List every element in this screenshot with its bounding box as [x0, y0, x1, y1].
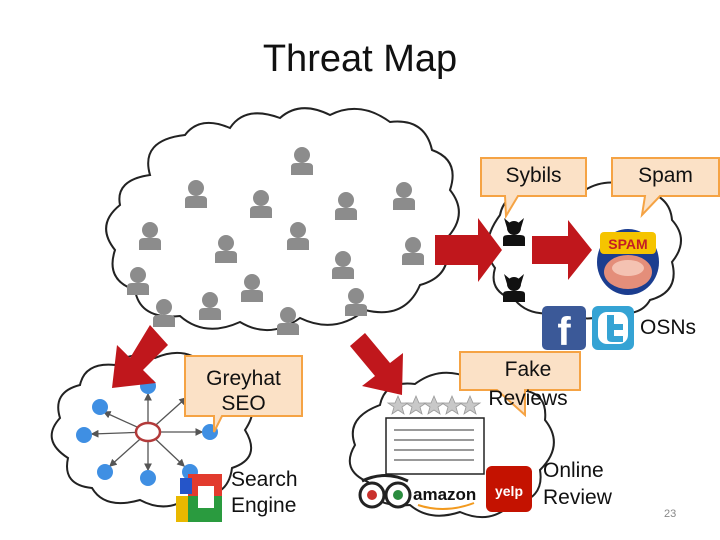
- callout-fake-reviews: [459, 351, 581, 418]
- review-document-icon: [385, 417, 485, 475]
- callout-sybils-text: Sybils: [505, 164, 562, 187]
- callout-greyhat-seo-line1: Greyhat: [206, 367, 281, 390]
- arrow-users-to-sybils: [435, 218, 502, 282]
- yelp-logo-icon: [486, 466, 532, 512]
- graph-node: [140, 470, 156, 486]
- tripadvisor-owl-icon: [358, 474, 412, 509]
- arrow-users-to-reviews: [350, 333, 403, 395]
- search-engine-label-line2: Engine: [231, 494, 297, 517]
- five-stars-icon: [386, 394, 482, 415]
- search-engine-label-line1: Search: [231, 468, 298, 491]
- google-logo-icon: [176, 474, 222, 522]
- callout-spam-text: Spam: [638, 164, 693, 187]
- spam-can-icon: [597, 229, 659, 295]
- twitter-logo-icon: [592, 306, 634, 350]
- page-number: 23: [664, 508, 677, 520]
- amazon-logo: amazon: [413, 485, 476, 504]
- facebook-logo-label: f: [557, 310, 571, 354]
- slide-title: Threat Map: [262, 38, 458, 80]
- osns-label: OSNs: [640, 316, 697, 339]
- callout-greyhat-seo: [184, 355, 303, 433]
- graph-node: [92, 399, 108, 415]
- facebook-logo-icon: [542, 306, 586, 350]
- amazon-smile-icon: [417, 502, 475, 510]
- review-cloud: amazon yelp: [348, 371, 555, 519]
- graph-hub-node: [134, 421, 162, 443]
- callout-fake-reviews-line1: Fake: [504, 358, 552, 381]
- graph-node: [97, 464, 113, 480]
- graph-node: [76, 427, 92, 443]
- yelp-logo-label: yelp: [495, 483, 523, 499]
- callout-greyhat-seo-line2: SEO: [221, 392, 266, 415]
- callout-fake-reviews-line2: Reviews: [488, 387, 568, 410]
- online-review-label-line2: Review: [543, 486, 612, 509]
- arrow-users-to-search-engine: [112, 325, 168, 388]
- online-review-label-line1: Online: [543, 459, 604, 482]
- callout-sybils: [480, 157, 587, 220]
- users-cloud: [105, 107, 460, 335]
- arrow-sybils-to-spam: [532, 220, 592, 280]
- callout-spam: [611, 157, 720, 219]
- spam-can-label: SPAM: [608, 236, 647, 252]
